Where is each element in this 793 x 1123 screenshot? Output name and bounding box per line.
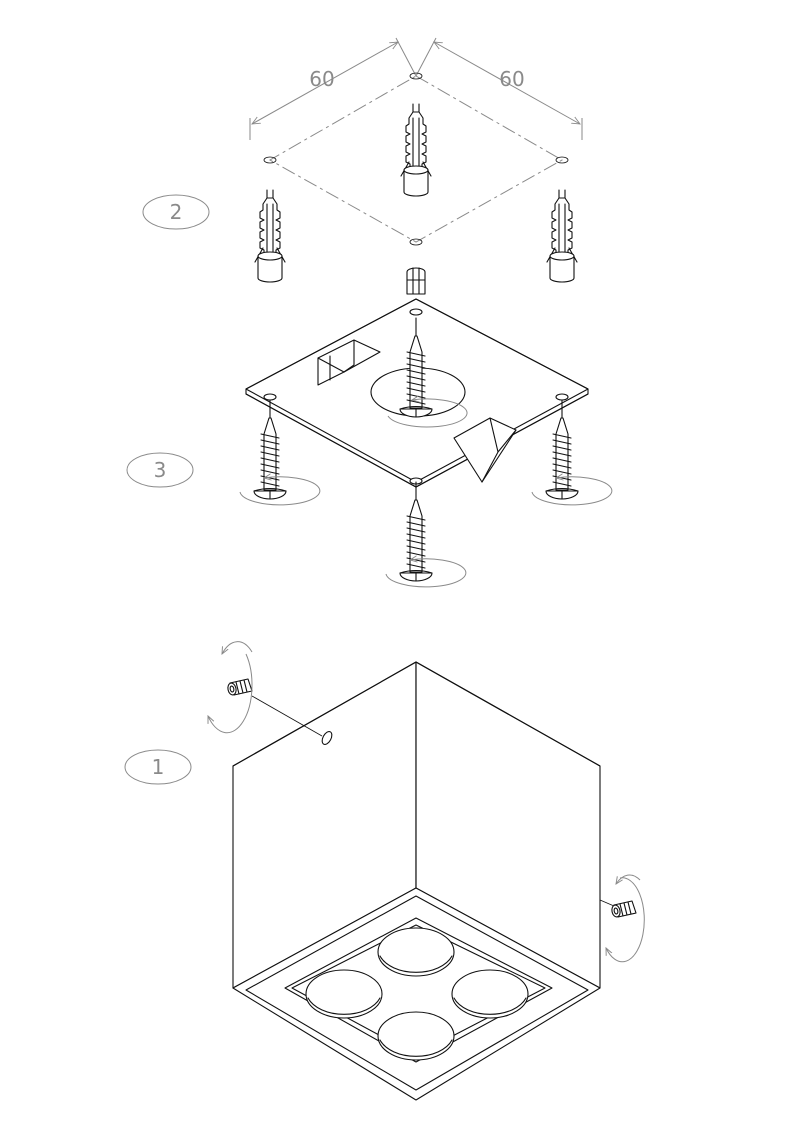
drill-hole-mark — [263, 156, 277, 164]
dimension-label-right: 60 — [499, 67, 524, 91]
step-2-label: 2 — [170, 200, 183, 224]
dimension-label-left: 60 — [309, 67, 334, 91]
step-1-label: 1 — [152, 755, 165, 779]
rotation-arrow — [387, 399, 468, 428]
drill-hole-mark — [409, 238, 423, 246]
step-3-badge: 3 — [126, 452, 194, 488]
wall-plug — [406, 267, 426, 295]
wall-plug — [254, 189, 286, 283]
drill-hole-mark — [555, 156, 569, 164]
fixing-screw-bottom — [386, 481, 466, 587]
set-screw-top — [208, 641, 323, 737]
step-3-label: 3 — [154, 458, 167, 482]
wall-plug — [400, 103, 432, 197]
led-lens — [377, 927, 455, 977]
wall-plug — [546, 189, 578, 283]
luminaire-body — [232, 661, 601, 1101]
drill-hole-mark — [409, 72, 423, 80]
led-lens — [305, 969, 383, 1019]
led-lens — [451, 969, 529, 1019]
fixing-screw-right — [532, 399, 612, 505]
step-2-badge: 2 — [142, 194, 210, 230]
step-1-badge: 1 — [124, 749, 192, 785]
led-lens — [377, 1011, 455, 1061]
drill-template-group: 60 60 — [249, 37, 583, 295]
set-screw-side — [599, 874, 645, 963]
